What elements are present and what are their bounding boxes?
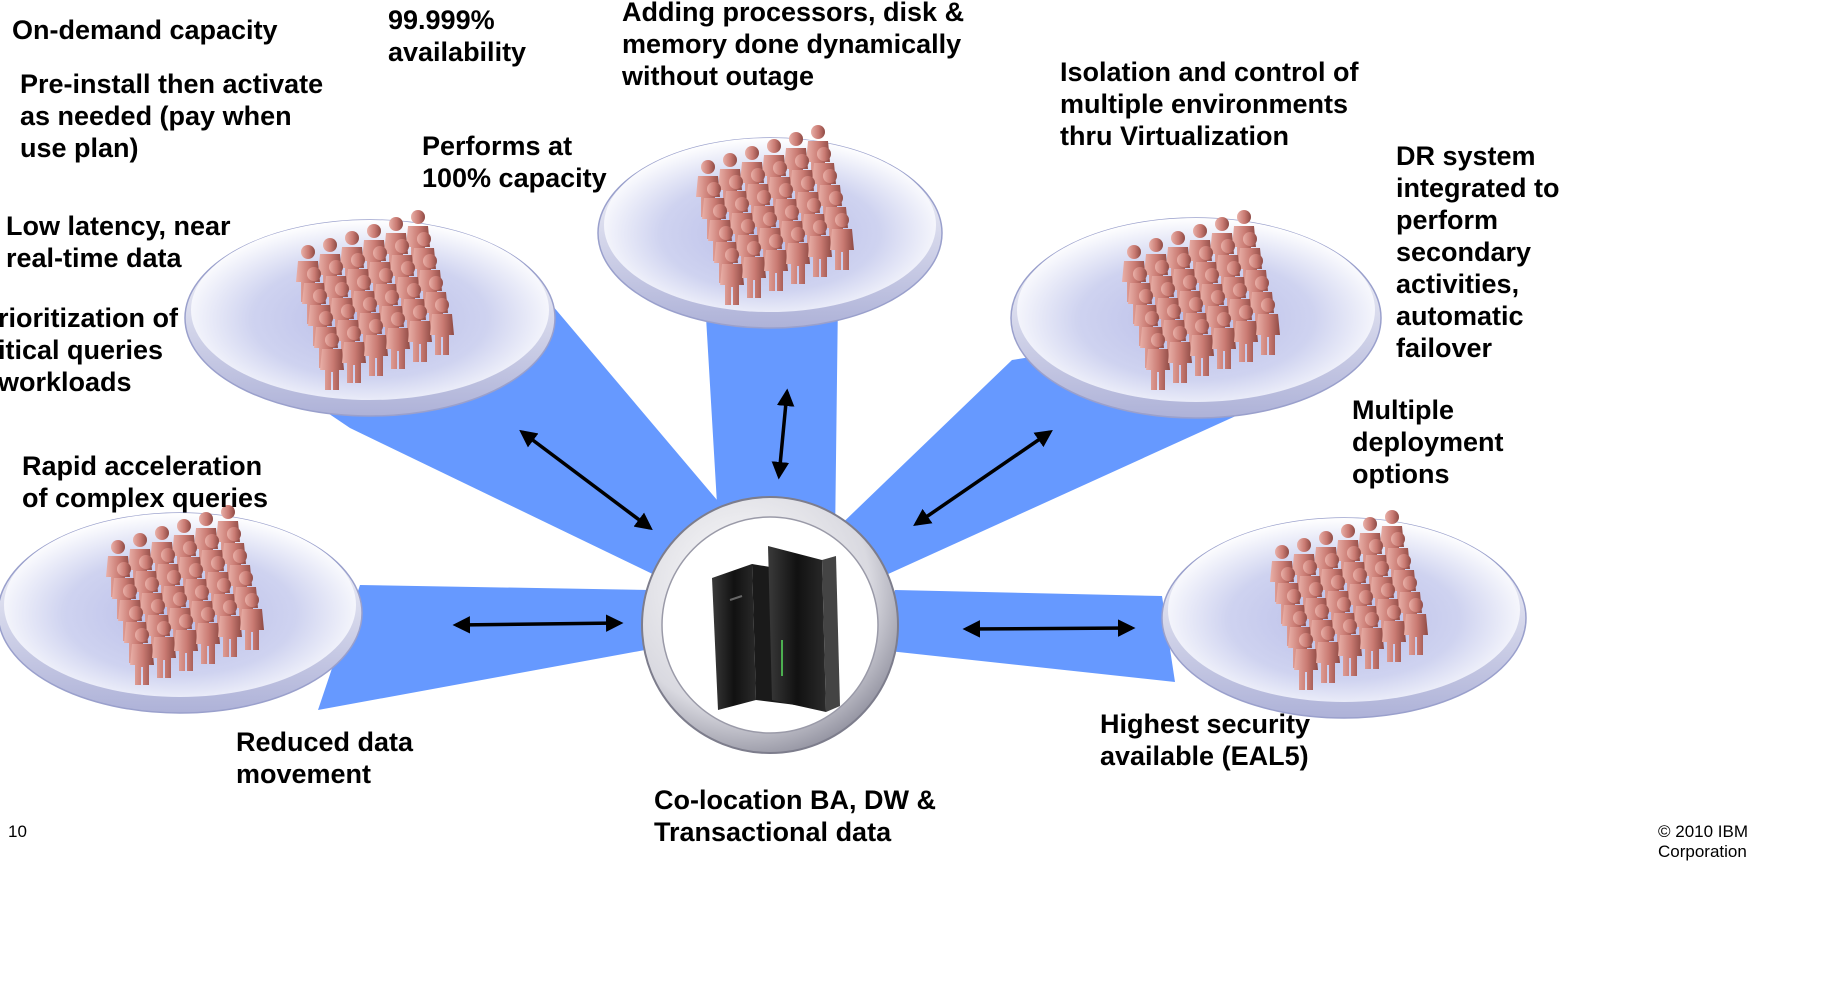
copyright-notice: © 2010 IBM Corporation [1658, 822, 1749, 861]
beam-rapid [318, 585, 650, 710]
label-performs-capacity: Performs at 100% capacity [422, 131, 607, 193]
platform-rapid [0, 505, 363, 714]
double-arrow-icon [913, 430, 1053, 526]
label-low-latency: Low latency, near real-time data [6, 211, 231, 273]
label-adding-processors: Adding processors, disk & memory done dy… [622, 0, 965, 91]
label-highest-security: Highest security available (EAL5) [1100, 709, 1311, 771]
double-arrow-icon [962, 619, 1136, 638]
label-co-location: Co-location BA, DW & Transactional data [654, 785, 936, 847]
double-arrow-icon [452, 614, 624, 634]
double-arrow-icon [771, 388, 795, 480]
beam-performs [705, 298, 838, 555]
label-availability: 99.999% availability [388, 5, 527, 67]
beam-deployment [880, 590, 1175, 682]
label-dr-system: DR system integrated to perform secondar… [1396, 141, 1560, 363]
platform-performs [597, 125, 943, 329]
user-platforms [0, 125, 1527, 719]
central-hub [641, 496, 899, 754]
label-prioritization: rioritization of itical queries workload… [0, 303, 178, 397]
mainframe-server-icon [712, 546, 840, 712]
label-pre-install: Pre-install then activate as needed (pay… [20, 69, 324, 163]
label-multiple-deployment: Multiple deployment options [1352, 395, 1504, 489]
label-reduced-data-movement: Reduced data movement [236, 727, 414, 789]
label-rapid-acceleration: Rapid acceleration of complex queries [22, 451, 269, 513]
label-on-demand-capacity: On-demand capacity [12, 15, 278, 45]
double-arrow-icon [519, 429, 653, 531]
platform-low-latency [184, 210, 556, 417]
page-number: 10 [8, 822, 27, 841]
platform-deployment [1161, 510, 1527, 719]
connection-arrows [452, 388, 1136, 638]
platform-isolation [1010, 210, 1382, 419]
label-isolation-control: Isolation and control of multiple enviro… [1060, 57, 1359, 151]
